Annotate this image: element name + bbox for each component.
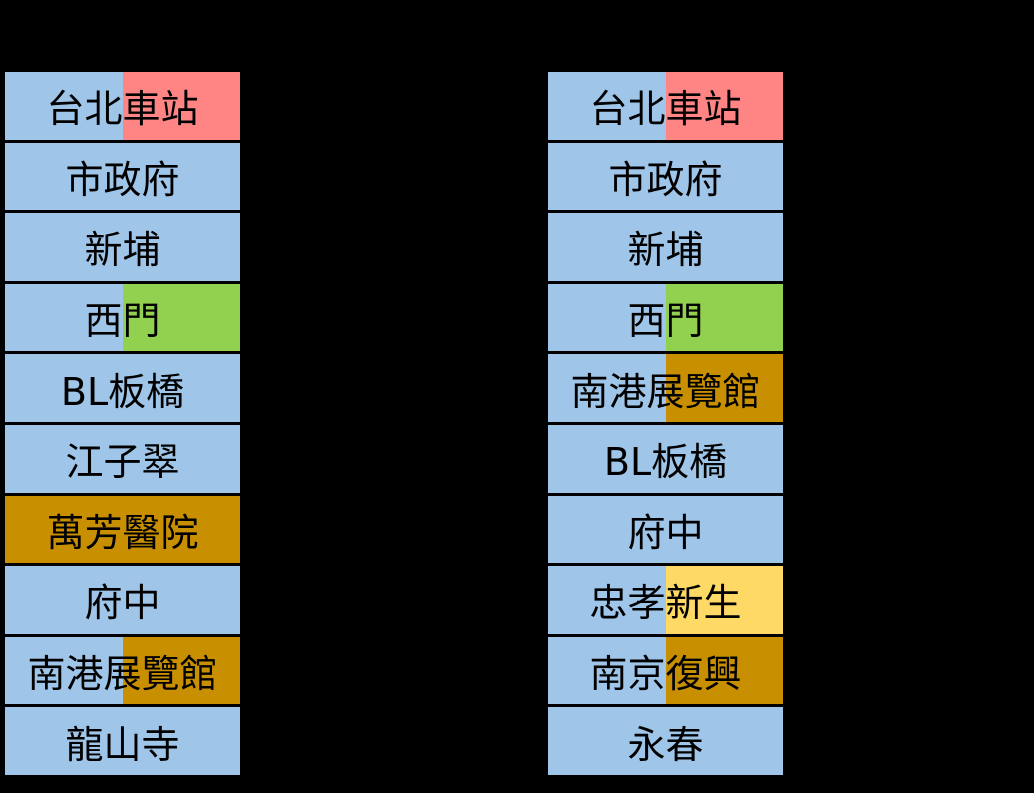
station-label: 萬芳醫院 [46,510,199,555]
station-cell: 南港展覽館 [548,354,783,422]
station-label: BL板橋 [603,440,728,485]
station-label: 南港展覽館 [570,369,761,414]
station-label: 台北車站 [46,87,199,132]
station-list-left: 台北車站 市政府 新埔 西門 BL板橋 江子翠 萬芳醫院 府中 南港展覽館 龍山… [2,69,243,778]
station-cell: 台北車站 [548,72,783,140]
station-cell: 府中 [548,495,783,564]
station-cell: 新埔 [5,213,240,281]
station-label: 西門 [84,299,161,344]
transfer-highlight-green [665,283,783,352]
station-cell: 府中 [5,566,240,634]
station-label: 永春 [627,722,704,767]
station-label: 新埔 [627,228,704,273]
transfer-highlight-orange [5,495,240,564]
transfer-highlight-red [665,72,783,140]
transfer-highlight-green [122,283,240,352]
station-cell: 西門 [5,283,240,352]
station-cell: 永春 [548,707,783,775]
station-label: 忠孝新生 [589,581,742,626]
station-cell: 忠孝新生 [548,566,783,634]
station-label: 市政府 [608,157,723,202]
station-label: 台北車站 [589,87,742,132]
station-cell: 台北車站 [5,72,240,140]
station-label: 府中 [627,510,704,555]
transfer-highlight-orange [665,354,783,422]
transfer-highlight-orange [122,636,240,705]
station-cell: 南京復興 [548,636,783,705]
station-label: 新埔 [84,228,161,273]
station-list-right: 台北車站 市政府 新埔 西門 南港展覽館 BL板橋 府中 忠孝新生 南京復興 永… [545,69,786,778]
transfer-highlight-yellow [665,566,783,634]
station-label: 市政府 [65,157,180,202]
station-label: 西門 [627,299,704,344]
station-cell: 江子翠 [5,424,240,493]
station-cell: 萬芳醫院 [5,495,240,564]
transfer-highlight-orange [665,636,783,705]
station-label: 龍山寺 [65,722,180,767]
transfer-highlight-red [122,72,240,140]
station-cell: 南港展覽館 [5,636,240,705]
station-cell: 西門 [548,283,783,352]
station-cell: 市政府 [548,142,783,211]
station-cell: 新埔 [548,213,783,281]
station-label: 南港展覽館 [27,652,218,697]
station-label: 府中 [84,581,161,626]
station-cell: BL板橋 [548,424,783,493]
station-cell: 龍山寺 [5,707,240,775]
station-cell: 市政府 [5,142,240,211]
station-label: BL板橋 [60,369,185,414]
station-label: 南京復興 [589,652,742,697]
station-label: 江子翠 [65,440,180,485]
station-cell: BL板橋 [5,354,240,422]
